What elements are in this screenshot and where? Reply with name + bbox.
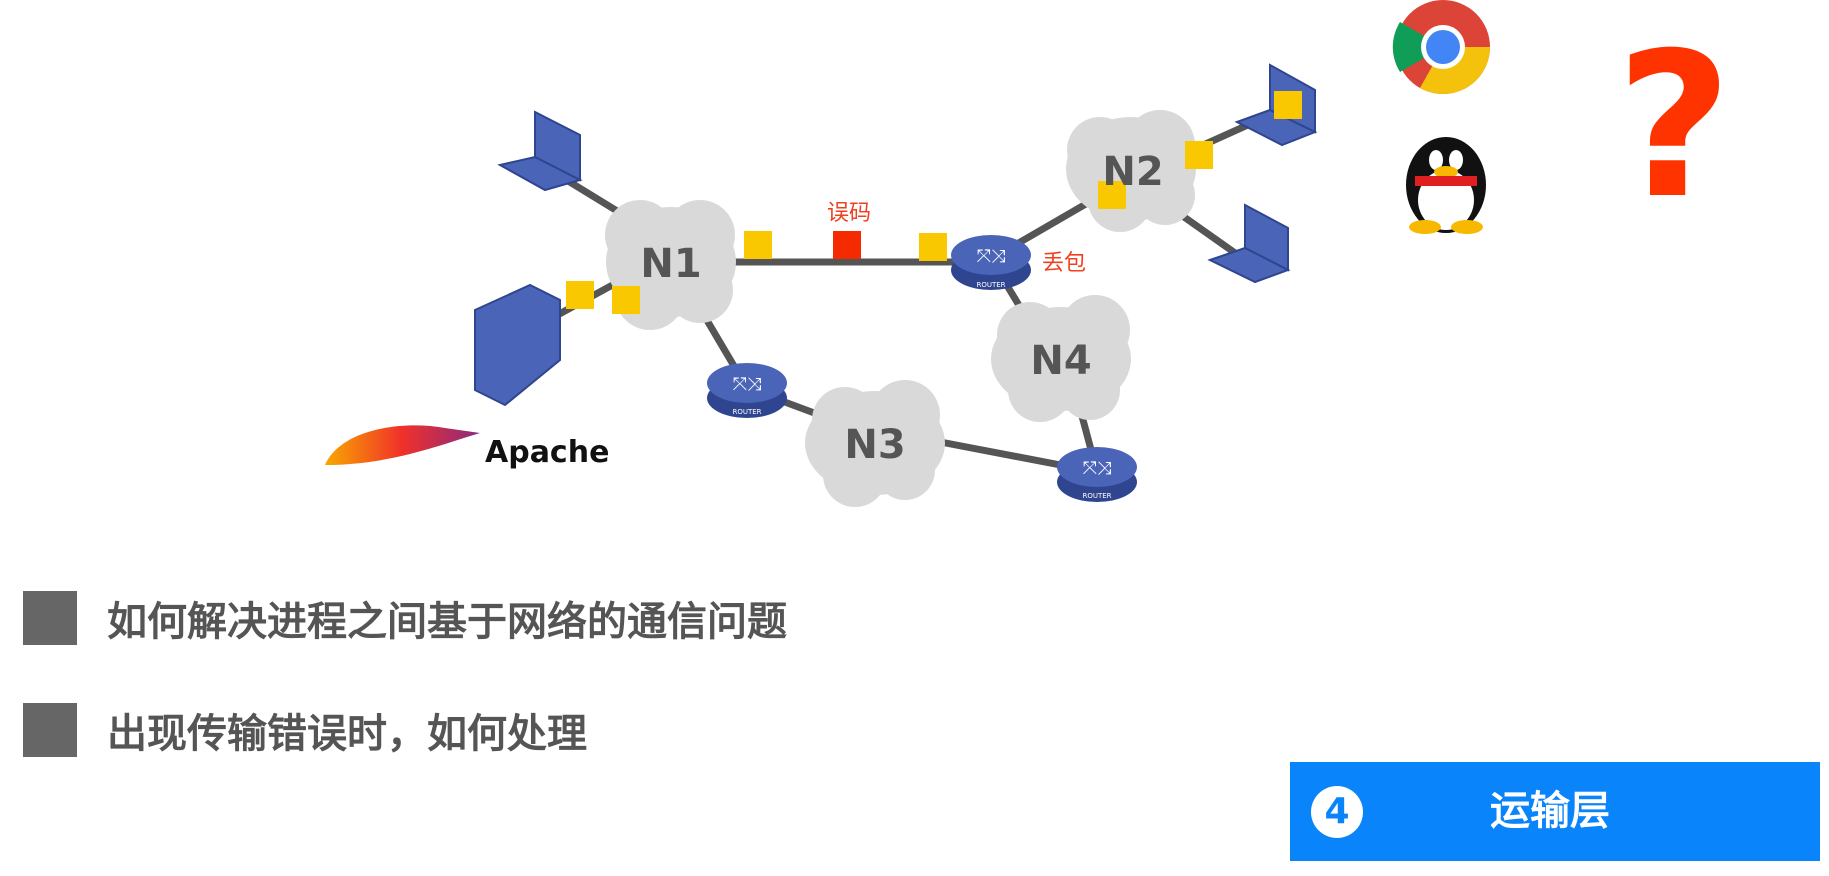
- network-n1-label: N1: [640, 241, 701, 287]
- layer-title: 运输层: [1490, 788, 1610, 834]
- qq-penguin-icon: [1406, 137, 1486, 234]
- bullet-square-icon: [23, 591, 77, 645]
- svg-text:⤧⤨: ⤧⤨: [1083, 458, 1112, 479]
- router-icon: ⤧⤨ ROUTER: [951, 235, 1031, 290]
- bullet-item: 如何解决进程之间基于网络的通信问题: [23, 589, 787, 647]
- error-label: 误码: [827, 201, 871, 226]
- laptop-icon: [1207, 203, 1291, 284]
- svg-text:⤧⤨: ⤧⤨: [977, 246, 1006, 267]
- router-icon: ⤧⤨ ROUTER: [1057, 447, 1137, 502]
- error-packet: [833, 231, 861, 259]
- svg-text:⤧⤨: ⤧⤨: [733, 374, 762, 395]
- packet-loss-label: 丢包: [1042, 251, 1086, 276]
- network-n3-label: N3: [844, 422, 905, 468]
- apache-label: Apache: [485, 435, 609, 470]
- layer-badge: 4 运输层: [1290, 762, 1820, 861]
- cloud-n3: [805, 380, 945, 507]
- router-icon: ⤧⤨ ROUTER: [707, 363, 787, 418]
- network-n4-label: N4: [1030, 338, 1091, 384]
- cloud-n1: [605, 200, 736, 330]
- laptop-icon: [497, 110, 583, 192]
- apache-feather-icon: [325, 425, 480, 465]
- packets: [566, 91, 1302, 314]
- svg-text:ROUTER: ROUTER: [976, 281, 1005, 289]
- layer-number: 4: [1311, 786, 1363, 838]
- network-n2-label: N2: [1102, 149, 1163, 195]
- question-mark: ?: [1616, 10, 1732, 243]
- bullet-text: 如何解决进程之间基于网络的通信问题: [107, 599, 787, 645]
- bullet-square-icon: [23, 703, 77, 757]
- bullet-item: 出现传输错误时，如何处理: [23, 701, 587, 759]
- svg-text:ROUTER: ROUTER: [732, 408, 761, 416]
- server-icon: [474, 283, 561, 407]
- svg-text:ROUTER: ROUTER: [1082, 492, 1111, 500]
- bullet-text: 出现传输错误时，如何处理: [107, 711, 587, 757]
- chrome-icon: [1392, 0, 1490, 95]
- cloud-n4: [991, 295, 1131, 422]
